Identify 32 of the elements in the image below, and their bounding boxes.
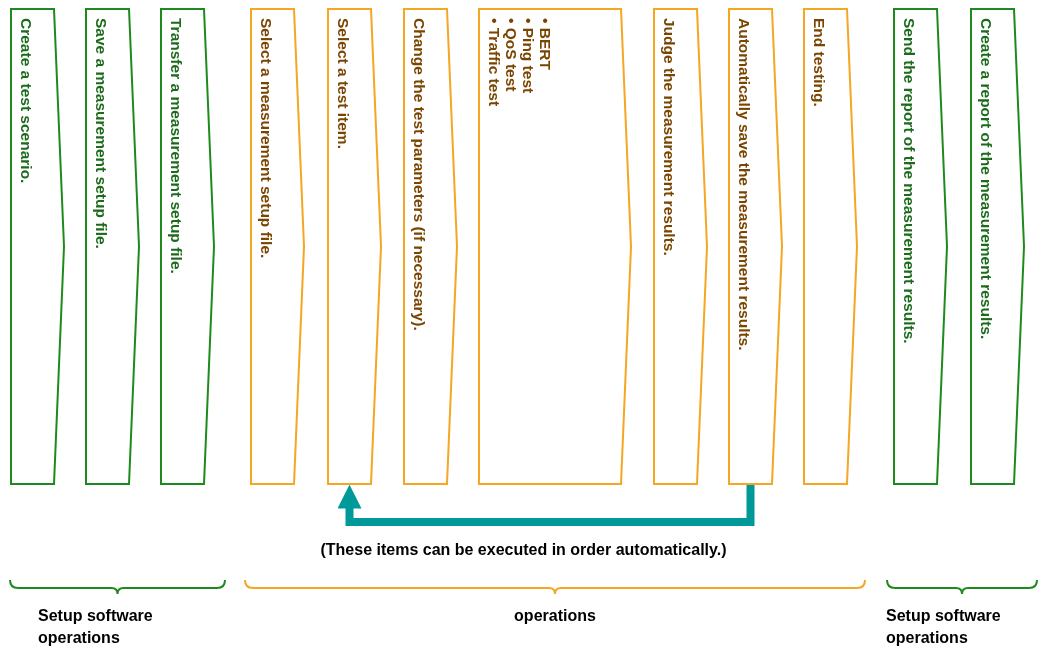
process-step-box <box>85 8 140 485</box>
process-step-box <box>327 8 382 485</box>
step-text: Automatically save the measurement results. <box>736 18 753 351</box>
step-text: Transfer a measurement setup file. <box>168 18 185 274</box>
process-step-box <box>10 8 65 485</box>
step-text: Save a measurement setup file. <box>93 18 110 249</box>
step-text: • Traffic test <box>486 18 503 107</box>
process-step-box <box>728 8 783 485</box>
process-step-box <box>970 8 1025 485</box>
step-text: End testing. <box>811 18 828 107</box>
process-step-box <box>653 8 708 485</box>
process-step-box <box>403 8 458 485</box>
group-label: operations <box>513 606 597 626</box>
step-text: • BERT <box>537 18 554 72</box>
process-step-box <box>803 8 858 485</box>
step-text: • Ping test <box>520 18 537 96</box>
process-step-box <box>893 8 948 485</box>
step-text: Select a test item. <box>335 18 352 149</box>
step-text: Select a measurement setup file. <box>258 18 275 259</box>
step-text: Send the report of the measurement results. <box>901 18 918 344</box>
edge-label: (These items can be executed in order automatically.) <box>320 541 727 558</box>
group-label: Setup software operations <box>886 606 1002 648</box>
process-step-box <box>160 8 215 485</box>
feedback-arrow <box>337 484 755 526</box>
step-text: Create a test scenario. <box>18 18 35 184</box>
step-text: Change the test parameters (if necessary). <box>411 18 428 331</box>
step-text: Judge the measurement results. <box>661 18 678 256</box>
group-label: Setup software operations <box>38 606 154 648</box>
process-step-box <box>478 8 632 485</box>
process-step-box <box>250 8 305 485</box>
step-text: Create a report of the measurement results. <box>978 18 995 340</box>
step-text: • QoS test <box>503 18 520 94</box>
